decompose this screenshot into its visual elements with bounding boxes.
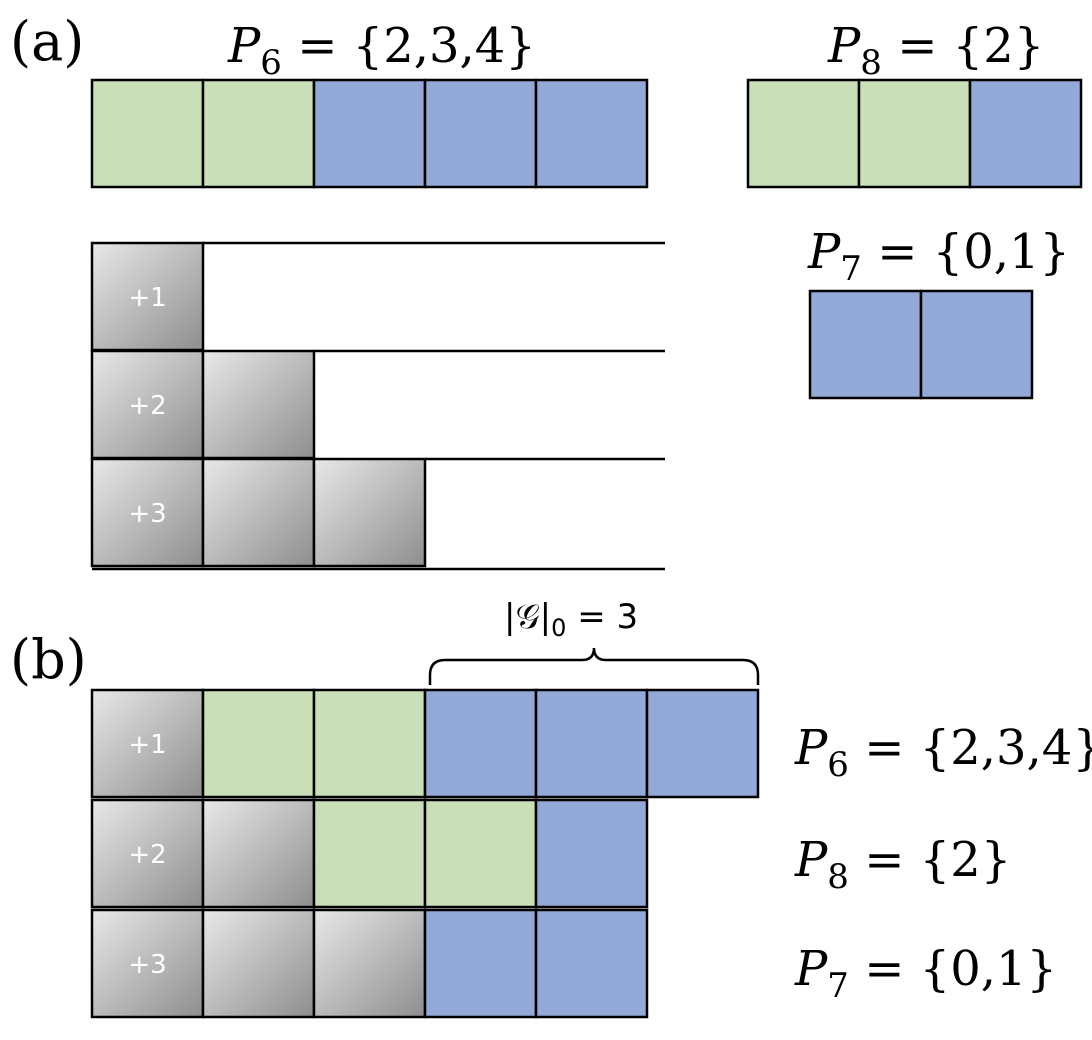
a-p8-cell-2-green	[857, 78, 972, 189]
b-r3-cell-3-gray	[312, 908, 427, 1019]
b-r1-cell-5-blue	[534, 688, 649, 799]
a-p6-cell-3-blue	[312, 78, 427, 189]
panel-a-label: (a)	[10, 10, 84, 73]
b-r2-cell-3-green	[312, 798, 427, 909]
panel-b-grid: +1 +2 +3	[90, 688, 760, 1019]
panel-a-p8-row	[746, 78, 1083, 189]
b-r3-cell-5-blue	[534, 908, 649, 1019]
p7-symbol: P	[807, 224, 841, 280]
brace-sub: 0	[551, 614, 566, 642]
p8-symbol: P	[827, 18, 861, 74]
p6-symbol: P	[227, 18, 261, 74]
b-r3-cell-2-gray	[201, 908, 316, 1019]
a-p6-cell-4-blue	[423, 78, 538, 189]
stair-label-3: +3	[128, 499, 166, 529]
a-p6-cell-5-blue	[534, 78, 649, 189]
stair-r2-cell-2	[201, 349, 316, 460]
panel-a-p7-label: P7 = {0,1}	[807, 224, 1070, 289]
panel-b-row-labels: P6 = {2,3,4} P8 = {2} P7 = {0,1}	[794, 720, 1092, 1006]
brace-label: |𝒢|0 = 3	[504, 597, 638, 642]
b-row-set-2: P8 = {2}	[794, 832, 1011, 897]
stair-r3-cell-2	[201, 457, 316, 568]
panel-a-p6-row	[90, 78, 649, 189]
a-p8-cell-3-blue	[968, 78, 1083, 189]
b-row-label-3: +3	[128, 950, 166, 980]
b-r1-cell-2-green	[201, 688, 316, 799]
stair-r3-cell-1	[90, 457, 205, 568]
group-brace	[428, 647, 760, 685]
p7-subscript: 7	[840, 249, 862, 289]
panel-a-p8-label: P8 = {2}	[827, 18, 1044, 83]
b-r2-cell-5-blue	[534, 798, 649, 909]
panel-a-p7-row	[808, 289, 1034, 400]
b-r1-cell-4-blue	[423, 688, 538, 799]
a-p6-cell-2-green	[201, 78, 316, 189]
a-p6-cell-1-green	[90, 78, 205, 189]
p8-set: = {2}	[882, 18, 1044, 74]
b-row-label-2: +2	[128, 840, 166, 870]
brace-rest: = 3	[566, 597, 638, 637]
stair-r1-cell-1	[90, 241, 205, 352]
b-r1-cell-3-green	[312, 688, 427, 799]
stair-label-1: +1	[128, 283, 166, 313]
stair-r2-cell-1	[90, 349, 205, 460]
stair-label-2: +2	[128, 391, 166, 421]
panel-a-staircase: +1 +2 +3	[90, 241, 665, 571]
a-p7-cell-2-blue	[919, 289, 1034, 400]
panel-a-p6-label: P6 = {2,3,4}	[227, 18, 536, 83]
b-row-label-1: +1	[128, 730, 166, 760]
p8-subscript: 8	[860, 43, 882, 83]
b-row-set-1: P6 = {2,3,4}	[794, 720, 1092, 785]
b-r3-cell-1-gray	[90, 908, 205, 1019]
a-p7-cell-1-blue	[808, 289, 923, 400]
b-r1-cell-1-gray	[90, 688, 205, 799]
a-p8-cell-1-green	[746, 78, 861, 189]
stair-r3-cell-3	[312, 457, 427, 568]
b-r2-cell-2-gray	[201, 798, 316, 909]
b-r2-cell-4-green	[423, 798, 538, 909]
brace-g: |𝒢|	[504, 597, 551, 637]
p6-subscript: 6	[260, 43, 282, 83]
b-r3-cell-4-blue	[423, 908, 538, 1019]
panel-b-label: (b)	[10, 628, 87, 691]
b-row-set-3: P7 = {0,1}	[794, 941, 1057, 1006]
b-r1-cell-6-blue	[645, 688, 760, 799]
p7-set: = {0,1}	[862, 224, 1070, 280]
p6-set: = {2,3,4}	[282, 18, 536, 74]
